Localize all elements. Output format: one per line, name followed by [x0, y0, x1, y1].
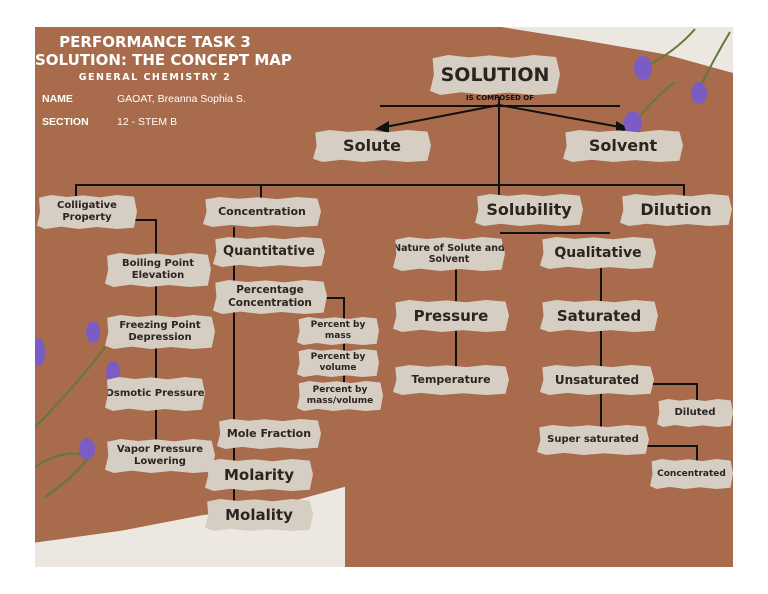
concept-map-canvas: PERFORMANCE TASK 3 SOLUTION: THE CONCEPT… — [35, 27, 733, 567]
node-freezing-point-depression: Freezing Point Depression — [105, 315, 215, 349]
name-label: NAME — [42, 93, 73, 105]
node-molality: Molality — [205, 499, 313, 531]
node-percent-by-mass: Percent by mass — [297, 317, 379, 345]
name-value: GAOAT, Breanna Sophia S. — [117, 93, 246, 105]
node-concentration: Concentration — [203, 197, 321, 227]
node-solution: SOLUTION — [430, 55, 560, 95]
section-value: 12 - STEM B — [117, 116, 178, 128]
node-unsaturated: Unsaturated — [540, 365, 654, 395]
node-osmotic-pressure: Osmotic Pressure — [105, 377, 205, 411]
node-super-saturated: Super saturated — [537, 425, 649, 455]
node-boiling-point-elevation: Boiling Point Elevation — [105, 253, 211, 287]
node-qualitative: Qualitative — [540, 237, 656, 269]
node-solute: Solute — [313, 130, 431, 162]
node-saturated: Saturated — [540, 300, 658, 332]
title-line-2: SOLUTION: THE CONCEPT MAP — [35, 51, 292, 69]
node-percent-by-mass-volume: Percent by mass/volume — [297, 381, 383, 411]
node-percentage-concentration: Percentage Concentration — [213, 280, 327, 314]
node-diluted: Diluted — [657, 399, 733, 427]
node-dilution: Dilution — [620, 194, 732, 226]
node-vapor-pressure-lowering: Vapor Pressure Lowering — [105, 439, 215, 473]
arrow-lines — [375, 104, 630, 133]
node-solvent: Solvent — [563, 130, 683, 162]
subject-label: GENERAL CHEMISTRY 2 — [78, 72, 232, 83]
section-label: SECTION — [42, 116, 89, 128]
node-molarity: Molarity — [205, 459, 313, 491]
node-solubility: Solubility — [475, 194, 583, 226]
flower-decoration — [35, 28, 731, 498]
node-quantitative: Quantitative — [213, 237, 325, 267]
node-colligative-property: Colligative Property — [37, 195, 137, 229]
node-pressure: Pressure — [393, 300, 509, 332]
label-is-composed-of: IS COMPOSED OF — [465, 94, 535, 102]
node-nature-of-solute-and-solvent: Nature of Solute and Solvent — [393, 237, 505, 271]
node-mole-fraction: Mole Fraction — [217, 419, 321, 449]
node-concentrated: Concentrated — [650, 459, 733, 489]
node-percent-by-volume: Percent by volume — [297, 349, 379, 377]
title-line-1: PERFORMANCE TASK 3 — [59, 33, 251, 51]
node-temperature: Temperature — [393, 365, 509, 395]
